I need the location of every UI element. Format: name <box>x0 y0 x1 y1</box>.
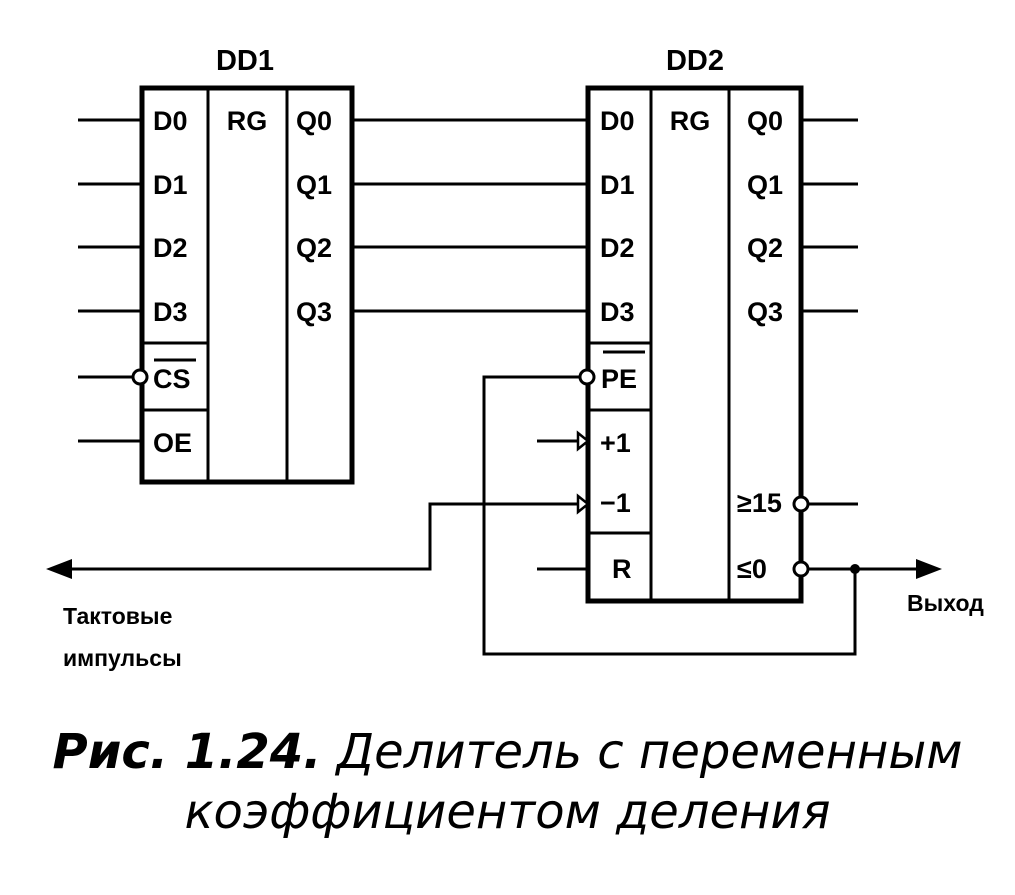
dd2-input-d3: D3 <box>600 297 635 327</box>
dd1-output-q2: Q2 <box>296 233 332 263</box>
dd2-pe-inversion-circle <box>578 368 596 386</box>
count-up-edge-triangle-icon <box>576 430 591 452</box>
dd2-reset-label: R <box>612 554 632 584</box>
dd2-input-d0: D0 <box>600 106 635 136</box>
dd1-output-q0: Q0 <box>296 106 332 136</box>
dd1-input-d2: D2 <box>153 233 188 263</box>
figure-caption-text1: Делитель с переменным <box>336 724 963 780</box>
output-arrow-icon <box>916 559 942 579</box>
dd1-oe-label: OE <box>153 428 192 458</box>
figure-caption-line1: Рис. 1.24. Делитель с переменным <box>0 728 1015 776</box>
feedback-wire <box>482 375 857 656</box>
dd1-output-q1: Q1 <box>296 170 332 200</box>
dd2-name: DD2 <box>666 45 724 77</box>
clock-label-line1: Тактовые <box>63 603 172 629</box>
circuit-diagram: DD1 RG D0 D1 D2 D3 CS OE Q0 Q1 Q2 Q3 DD2 <box>46 45 984 671</box>
dd2-count-down-label: −1 <box>600 488 631 518</box>
dd2-ge15-inversion-circle <box>792 495 810 513</box>
dd1-type-label: RG <box>227 106 268 136</box>
data-bus-wires <box>352 118 588 313</box>
dd1-cs-label: CS <box>153 364 191 394</box>
dd2-pe-label: PE <box>601 364 637 394</box>
dd2-count-up-label: +1 <box>600 428 631 458</box>
dd2-output-q2: Q2 <box>747 233 783 263</box>
count-down-edge-triangle-icon <box>576 493 591 515</box>
dd2-type-label: RG <box>670 106 711 136</box>
dd1-body <box>139 85 355 485</box>
clock-label-line2: импульсы <box>63 645 182 671</box>
dd2-output-q3: Q3 <box>747 297 783 327</box>
figure-caption-text2: коэффициентом деления <box>184 784 831 840</box>
dd2-le0-inversion-circle <box>792 560 810 578</box>
output-label: Выход <box>907 590 984 616</box>
dd1-input-d3: D3 <box>153 297 188 327</box>
dd1-input-wires <box>78 118 142 443</box>
dd1-cs-inversion-circle <box>131 368 149 386</box>
figure-number: Рис. 1.24. <box>52 724 322 780</box>
dd1-input-d0: D0 <box>153 106 188 136</box>
dd1-output-q3: Q3 <box>296 297 332 327</box>
figure-caption-line2: коэффициентом деления <box>0 788 1015 836</box>
dd2-output-q0: Q0 <box>747 106 783 136</box>
dd2-output-q1: Q1 <box>747 170 783 200</box>
dd2-chip <box>585 85 804 604</box>
clock-wire <box>70 502 580 571</box>
dd2-input-d2: D2 <box>600 233 635 263</box>
dd2-ge15-label: ≥15 <box>737 488 782 518</box>
dd2-output-wires <box>801 118 858 506</box>
clock-arrow-icon <box>46 559 72 579</box>
dd2-input-d1: D1 <box>600 170 635 200</box>
dd1-chip <box>139 85 355 485</box>
dd1-name: DD1 <box>216 45 274 77</box>
dd1-input-d1: D1 <box>153 170 188 200</box>
dd2-le0-label: ≤0 <box>737 554 767 584</box>
